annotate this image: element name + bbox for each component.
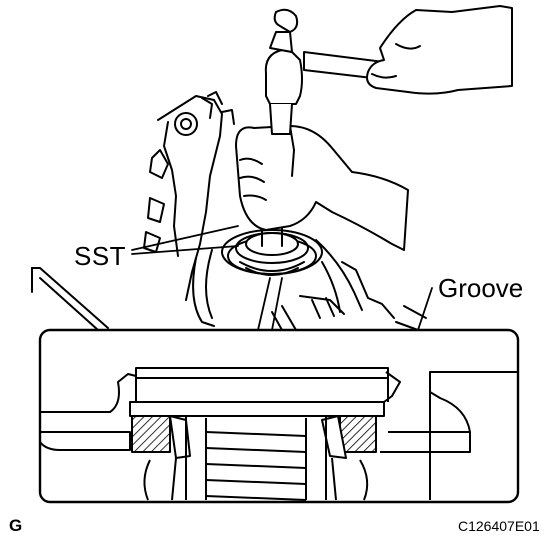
knuckle-arm — [143, 91, 235, 301]
chassis-frame — [31, 267, 427, 331]
hand-icon — [235, 125, 409, 251]
figure-id: C126407E01 — [458, 518, 540, 534]
sst-tool — [221, 229, 323, 276]
axle-shaft — [143, 416, 369, 501]
detail-inset — [38, 328, 520, 504]
hub-body — [192, 239, 395, 331]
sst-plate — [129, 367, 401, 417]
groove-callout: Groove — [438, 273, 524, 303]
striking-hand — [366, 5, 513, 95]
region-code: G — [9, 516, 23, 535]
hammer-icon — [264, 8, 391, 135]
bearing-race-icon — [131, 415, 377, 459]
sst-callout: SST — [74, 241, 127, 271]
